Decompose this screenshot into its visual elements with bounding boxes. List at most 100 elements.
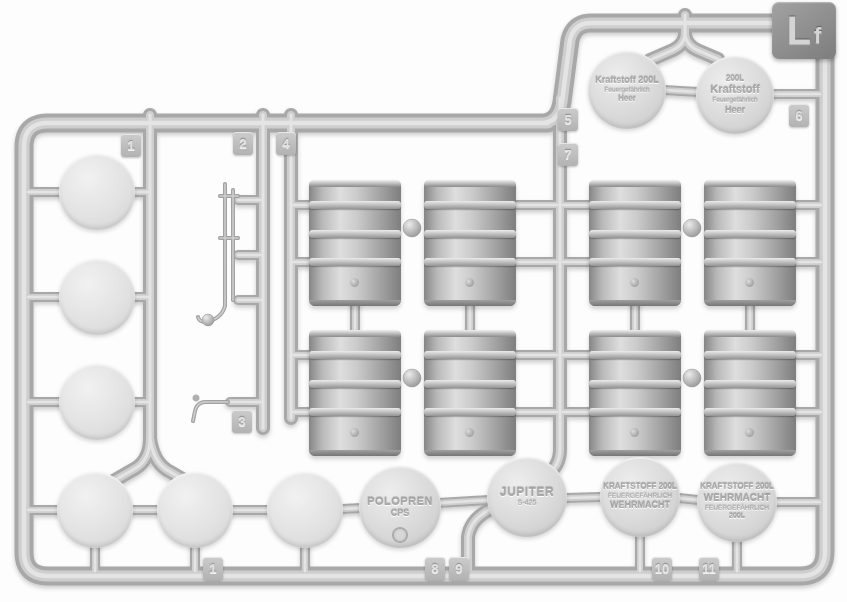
drum-bung [630,278,639,287]
part-number-tag: 10 [652,557,672,580]
drum-rib [704,201,796,209]
part-number: 6 [795,108,803,123]
part-number: 9 [455,561,463,576]
pump-body-detail [201,313,215,327]
part-number-tag: 1 [121,134,141,157]
drum-rib [309,380,401,388]
fuel-drum [309,330,401,456]
drum-rib [424,201,516,209]
lid-embossed-text: POLOPREN CPS [359,466,441,548]
part-number-tag: 2 [233,132,253,155]
lid-text-line: POLOPREN [367,495,433,508]
lid-text-line: 200L [725,73,745,83]
sprue-gate-balls [402,218,702,388]
barrel-lid-wehrmacht-a: KRAFTSTOFF 200L FEUERGEFÄHRLICH WEHRMACH… [600,457,680,537]
lid-embossed-text: Kraftstoff 200L Feuergefährlich Heer [588,51,666,129]
fuel-drum [589,180,681,306]
part-number-tag: 5 [558,108,578,131]
fuel-drum [704,330,796,456]
part-number: 2 [239,136,247,151]
drum-rib [589,351,681,359]
part-number-tag: 9 [449,557,469,580]
drum-rib [704,380,796,388]
drum-bung [745,278,754,287]
drum-rib [589,230,681,238]
drum-rib [424,408,516,416]
drum-rib [704,258,796,266]
part-number: 10 [654,561,670,576]
drum-rib [424,380,516,388]
part-number-tag: 8 [425,557,445,580]
barrel-lid-blank [267,472,343,548]
part-number-tag: 11 [699,557,719,580]
lid-text-line: CPS [390,507,410,518]
barrel-lid-wehrmacht-b: KRAFTSTOFF 200L WEHRMACHT FEUERGEFÄHRLIC… [697,462,777,542]
fuel-drum [424,330,516,456]
lid-text-line: Heer [724,104,745,115]
drum-rib [589,408,681,416]
drum-bung [350,428,359,437]
barrel-lid-polopren: POLOPREN CPS [359,466,441,548]
part-number: 5 [564,112,572,127]
part-number: 7 [564,147,572,162]
drum-rib [309,351,401,359]
lid-text-line: WEHRMACHT [610,500,670,511]
barrel-lid-blank [59,154,135,230]
coil-spring-detail [392,527,408,543]
barrel-lid-blank [59,259,135,335]
drum-bung [630,428,639,437]
part-number-tag: 4 [276,132,296,155]
lid-text-line: JUPITER [499,485,555,500]
part-number-tag: 1 [203,557,223,580]
part-number-tag: 3 [232,410,252,433]
part-number-tag: 6 [789,104,809,127]
lid-text-line: Kraftstoff 200L [595,75,659,86]
sprue-letter-badge: L f [772,2,836,59]
lid-text-line: Feuergefährlich [712,97,758,105]
part-number: 3 [238,414,246,429]
part-number: 8 [431,561,439,576]
part-number: 4 [282,136,290,151]
part-number: 1 [127,138,135,153]
part-number: 11 [702,561,716,576]
drum-bung [745,428,754,437]
lid-text-line: Kraftstoff [710,84,760,97]
barrel-lid-jupiter: JUPITER S-425 [487,457,567,537]
lid-embossed-text: KRAFTSTOFF 200L FEUERGEFÄHRLICH WEHRMACH… [600,457,680,537]
lid-embossed-text: 200L Kraftstoff Feuergefährlich Heer [696,56,774,134]
drum-rib [309,258,401,266]
part-number: 1 [209,561,217,576]
lid-text-line: S-425 [517,500,537,508]
lid-text-line: KRAFTSTOFF 200L [700,482,774,492]
lid-text-line: KRAFTSTOFF 200L [603,482,677,492]
barrel-lid-blank [59,364,135,440]
barrel-lid-kraftstoff-heer-large: 200L Kraftstoff Feuergefährlich Heer [696,56,774,134]
drum-rib [704,230,796,238]
lid-text-line: Feuergefährlich [604,86,650,94]
nozzle-detail [192,394,200,402]
drum-rib [309,201,401,209]
drum-rib [589,201,681,209]
drum-rib [704,351,796,359]
lid-text-line: FEUERGEFÄHRLICH [705,504,769,512]
lid-text-line: FEUERGEFÄHRLICH [608,492,672,500]
pump-and-nozzle-parts [191,182,240,423]
sprue-letter-sub: f [814,22,822,48]
lid-text-line: Heer [618,94,636,104]
drum-bung [465,278,474,287]
drum-rib [424,258,516,266]
part-number-tag: 7 [558,143,578,166]
drum-rib [309,408,401,416]
drum-bung [465,428,474,437]
fuel-drum [424,180,516,306]
barrel-lid-blank [157,472,233,548]
drum-rib [309,230,401,238]
drum-rib [589,258,681,266]
fuel-drum [704,180,796,306]
barrel-lid-blank [57,472,133,548]
fuel-drum [589,330,681,456]
drum-rib [589,380,681,388]
barrel-lid-kraftstoff-heer-small: Kraftstoff 200L Feuergefährlich Heer [588,51,666,129]
lid-text-line: 200L [729,513,745,521]
